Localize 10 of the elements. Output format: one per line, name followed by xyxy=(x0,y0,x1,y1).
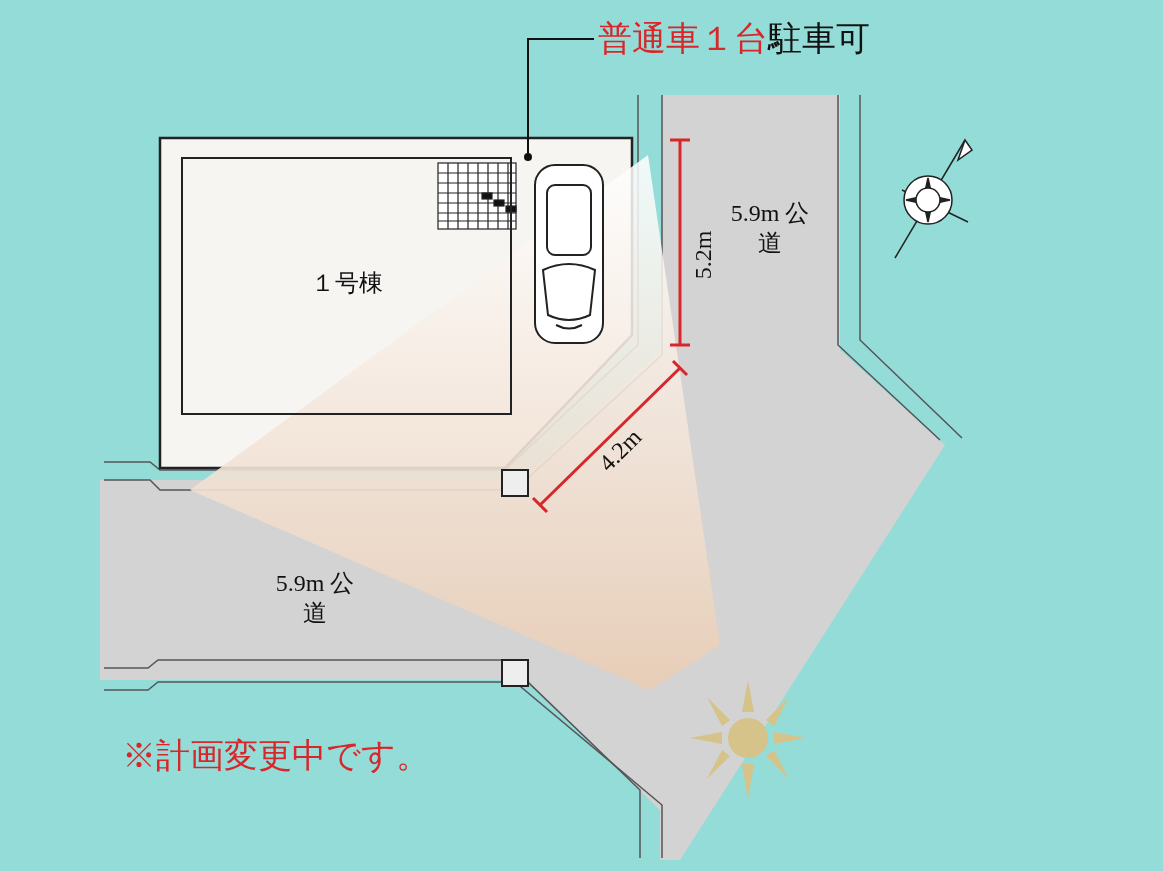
note-text: ※計画変更中です。 xyxy=(122,736,431,776)
building-outline xyxy=(181,157,512,415)
callout-text: 駐車可 xyxy=(768,20,870,57)
dimension-label: 5.2m xyxy=(689,229,717,282)
road-label: 5.9m 公道 xyxy=(730,199,810,258)
callout-text: 普通車１台 xyxy=(598,20,768,57)
building-label: １号棟 xyxy=(310,270,383,296)
dimension-label: 4.2m xyxy=(592,422,648,479)
road-label: 5.9m 公道 xyxy=(275,569,355,628)
leader-line xyxy=(524,38,595,161)
